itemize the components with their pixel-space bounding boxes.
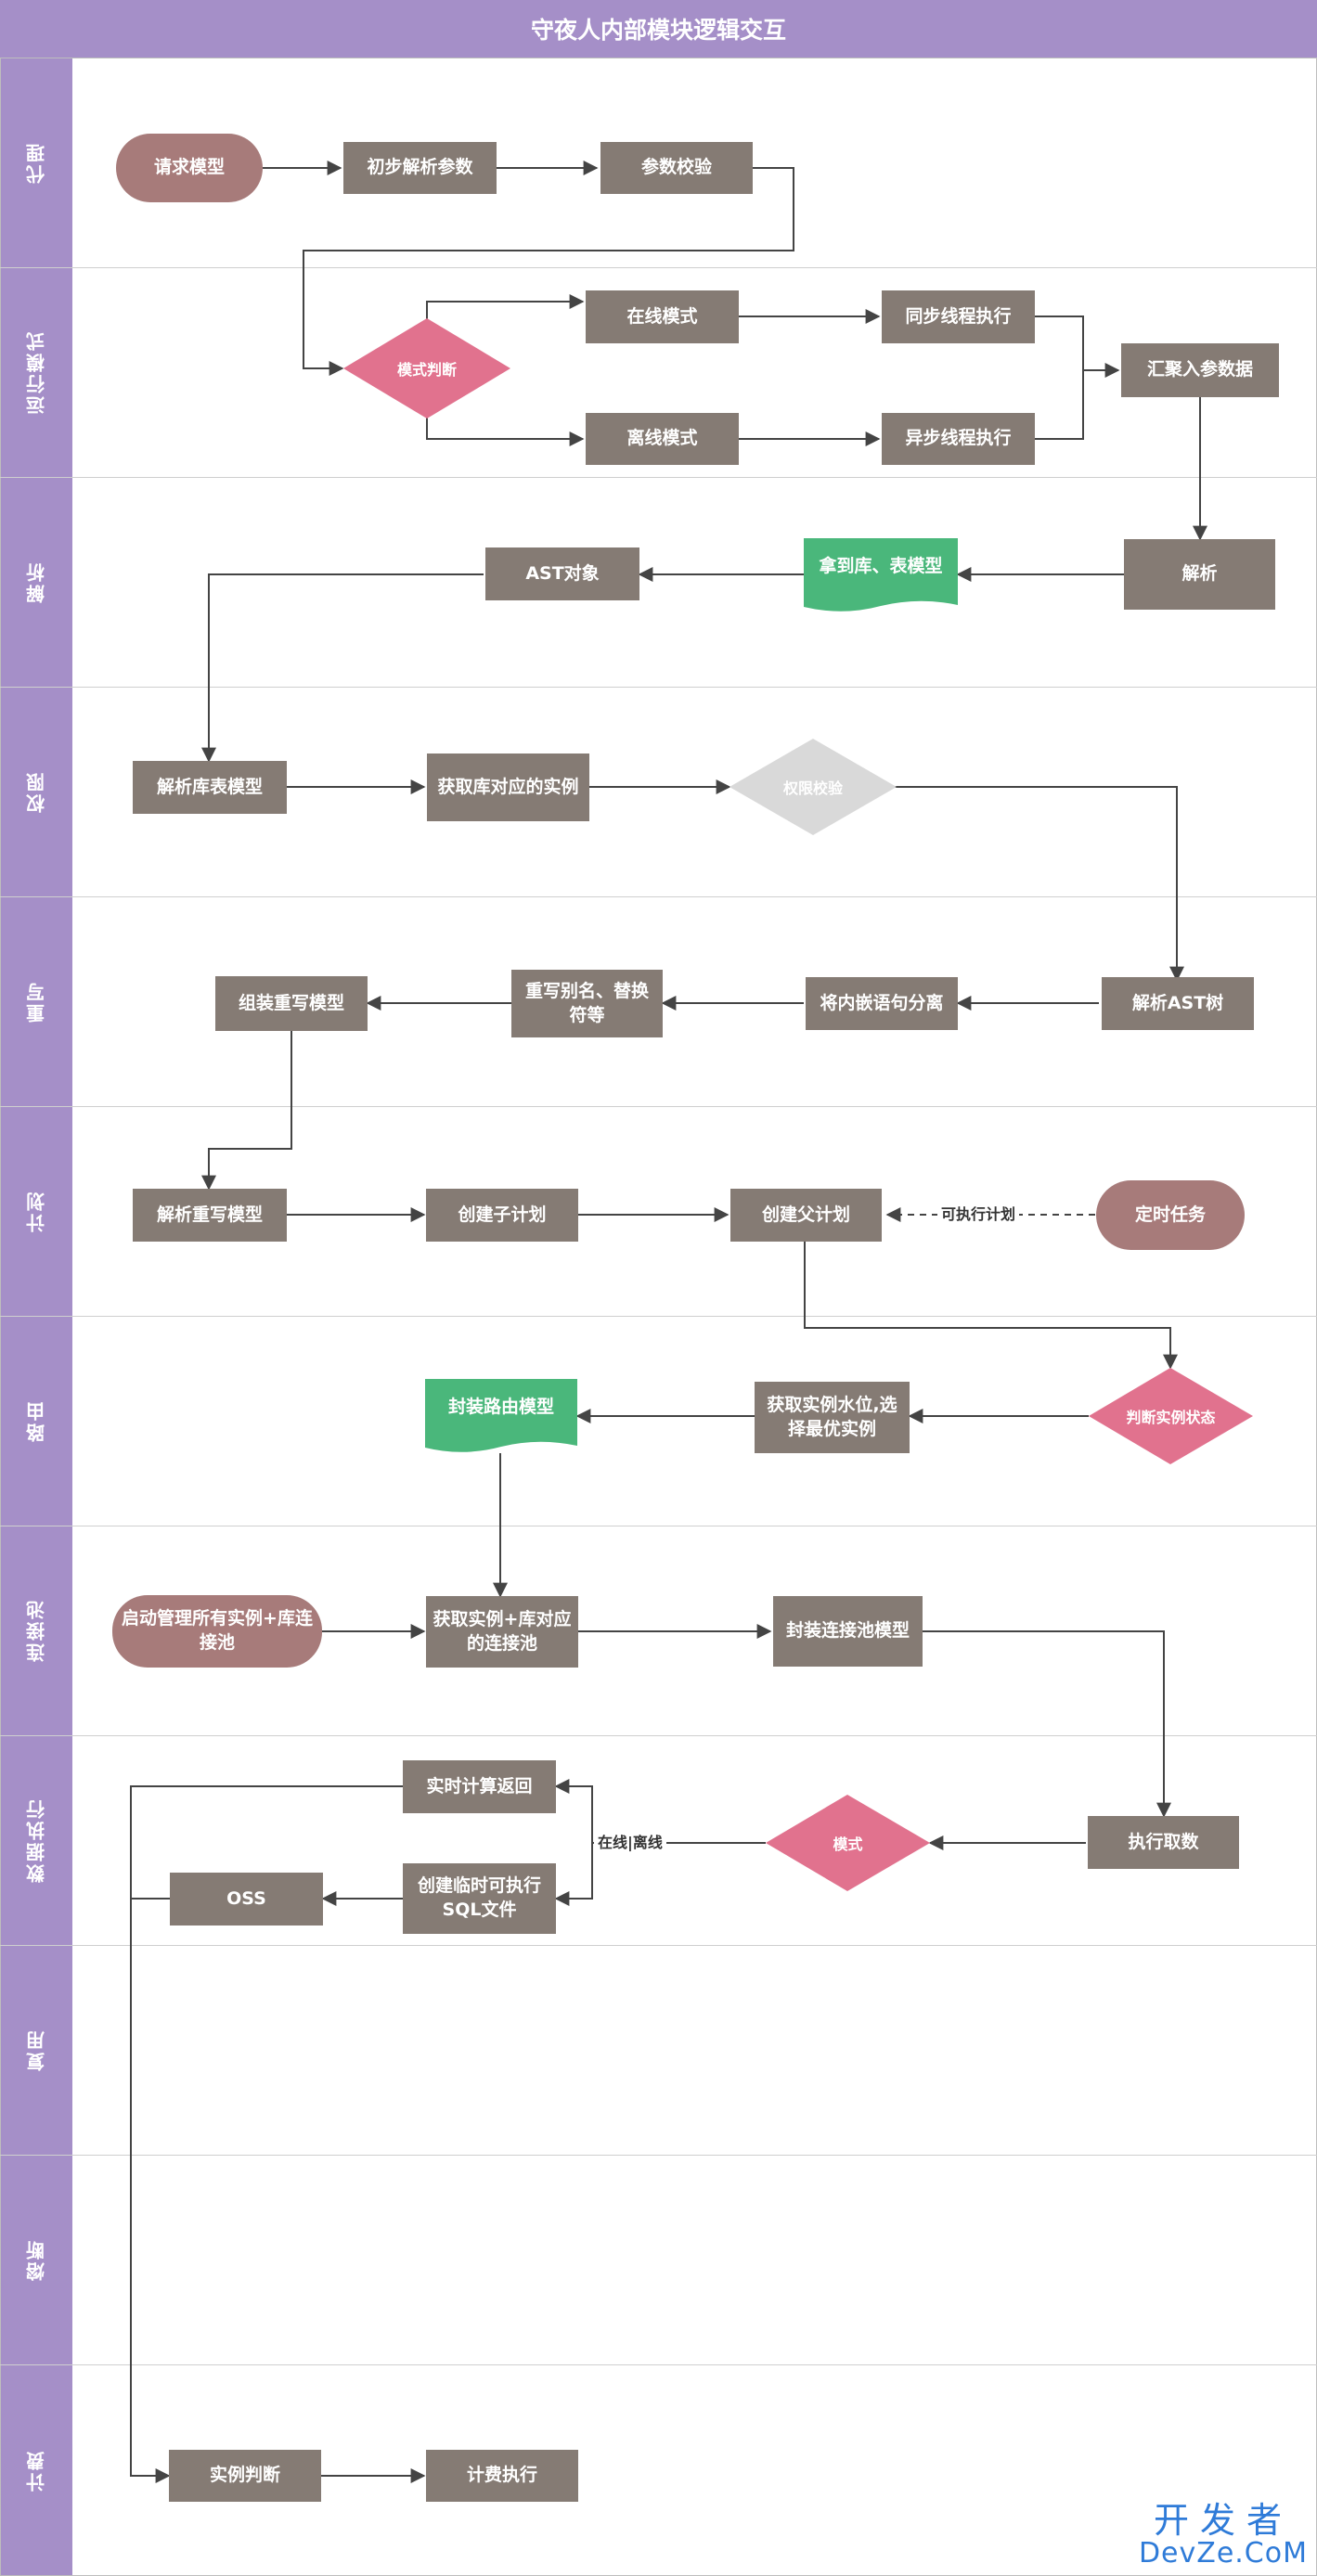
sync-thread-step[interactable]: 同步线程执行	[882, 290, 1035, 343]
lane-divider	[0, 1945, 1317, 1946]
online-offline-edge-label: 在线|离线	[594, 1834, 666, 1852]
oss-step[interactable]: OSS	[170, 1873, 323, 1926]
split-nested-step[interactable]: 将内嵌语句分离	[806, 977, 958, 1030]
lane-divider	[0, 1735, 1317, 1736]
billing-execute-step[interactable]: 计费执行	[426, 2450, 578, 2502]
lane-divider	[0, 2364, 1317, 2365]
parse-db-table-model-step[interactable]: 解析库表模型	[133, 761, 287, 814]
db-table-model-document[interactable]: 拿到库、表模型	[819, 556, 943, 577]
edge-async-to-collect	[1035, 370, 1084, 440]
route-model-document-shape	[425, 1379, 577, 1452]
permission-check-shape	[730, 739, 897, 835]
parse-step[interactable]: 解析	[1124, 539, 1275, 610]
lane-divider	[0, 896, 1317, 897]
ast-object-step[interactable]: AST对象	[485, 547, 639, 600]
edge-sync-to-collect	[1035, 316, 1120, 378]
offline-mode-step[interactable]: 离线模式	[586, 413, 739, 465]
collect-params-step[interactable]: 汇聚入参数据	[1121, 343, 1279, 397]
edge-pool-model-to-execute	[923, 1630, 1171, 1818]
realtime-return-step[interactable]: 实时计算返回	[403, 1760, 556, 1813]
parse-rewrite-model-step[interactable]: 解析重写模型	[133, 1189, 287, 1242]
manage-instances-terminal[interactable]: 启动管理所有实例+库连接池	[112, 1595, 322, 1668]
parse-params-step[interactable]: 初步解析参数	[343, 142, 497, 194]
scheduled-task-terminal[interactable]: 定时任务	[1096, 1180, 1245, 1250]
lane-divider	[0, 1316, 1317, 1317]
lane-divider	[0, 2155, 1317, 2156]
get-instance-pool-step[interactable]: 获取实例+库对应的连接池	[426, 1596, 578, 1668]
db-model-document-shape	[804, 538, 958, 612]
create-temp-sql-step[interactable]: 创建临时可执行SQL文件	[403, 1863, 556, 1934]
mode-decision-2[interactable]: 模式	[833, 1835, 863, 1853]
edge-mode-to-temp-sql	[554, 1843, 593, 1906]
param-check-step[interactable]: 参数校验	[600, 142, 753, 194]
judge-instance-state-decision[interactable]: 判断实例状态	[1126, 1409, 1216, 1426]
edge-assemble-to-parse-rewrite	[201, 1031, 292, 1191]
executable-plan-edge-label: 可执行计划	[937, 1205, 1020, 1224]
parse-ast-tree-step[interactable]: 解析AST树	[1102, 977, 1254, 1030]
watermark-logo: 开发者 DevZe.CoM	[1139, 2502, 1308, 2569]
edge-parent-to-judge-state	[804, 1242, 1178, 1370]
permission-check-decision[interactable]: 权限校验	[782, 779, 843, 797]
instance-judge-step[interactable]: 实例判断	[169, 2450, 321, 2502]
edge-mode-to-realtime	[554, 1779, 766, 1844]
lane-divider	[0, 477, 1317, 478]
online-mode-step[interactable]: 在线模式	[586, 290, 739, 343]
request-model-terminal[interactable]: 请求模型	[116, 134, 263, 202]
mode-decision-shape	[343, 318, 510, 419]
create-parent-plan-step[interactable]: 创建父计划	[730, 1189, 882, 1242]
create-child-plan-step[interactable]: 创建子计划	[426, 1189, 578, 1242]
async-thread-step[interactable]: 异步线程执行	[882, 413, 1035, 465]
lane-divider	[0, 267, 1317, 268]
lane-divider	[0, 687, 1317, 688]
execute-fetch-step[interactable]: 执行取数	[1088, 1816, 1239, 1869]
watermark-en: DevZe.CoM	[1138, 2537, 1308, 2570]
route-model-document[interactable]: 封装路由模型	[447, 1397, 554, 1418]
judge-state-shape	[1089, 1368, 1253, 1464]
edge-permission-to-ast-tree	[895, 786, 1184, 982]
edge-realtime-to-instance-judge	[130, 1785, 403, 2483]
watermark-cn: 开发者	[1153, 2500, 1293, 2541]
rewrite-alias-step[interactable]: 重写别名、替换符等	[511, 970, 663, 1037]
assemble-rewrite-model-step[interactable]: 组装重写模型	[215, 976, 368, 1031]
mode-decision[interactable]: 模式判断	[396, 361, 457, 379]
mode-shape	[766, 1795, 930, 1891]
edge-ast-to-parse-db-model	[201, 573, 484, 763]
diagram-title: 守夜人内部模块逻辑交互	[0, 0, 1317, 58]
get-instance-level-step[interactable]: 获取实例水位,选择最优实例	[755, 1382, 910, 1453]
lane-divider	[0, 1106, 1317, 1107]
get-db-instance-step[interactable]: 获取库对应的实例	[427, 753, 589, 821]
edge-check-to-mode-decision	[303, 167, 794, 376]
package-pool-model-step[interactable]: 封装连接池模型	[773, 1596, 923, 1667]
